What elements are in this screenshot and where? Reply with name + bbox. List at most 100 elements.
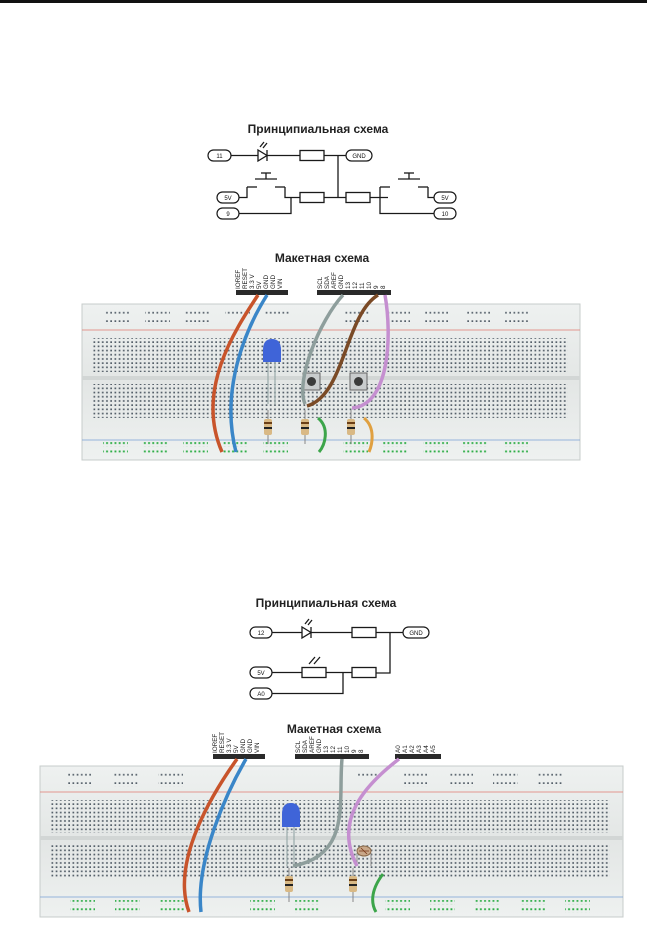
resistor-4	[351, 626, 377, 639]
terminal-5v-left-label: 5V	[224, 196, 231, 202]
svg-text:13: 13	[323, 745, 330, 753]
resistor-component-3	[347, 410, 355, 444]
breadboard-layout-2: Макетная схема IOREF RESET 3.3 V 5V GND …	[39, 722, 624, 918]
terminal-5v-right	[433, 191, 457, 204]
header-digital-2: SCL SDA AREF GND 13 12 11 10 9 8	[295, 736, 369, 759]
terminal-5v-right-label: 5V	[441, 196, 448, 202]
layout-1-title: Макетная схема	[275, 251, 370, 265]
svg-text:IOREF: IOREF	[212, 734, 219, 753]
svg-text:RESET: RESET	[219, 732, 226, 753]
svg-text:SDA: SDA	[324, 275, 331, 289]
svg-text:5V: 5V	[256, 280, 263, 289]
resistor-component-2	[301, 410, 309, 444]
blue-led-1	[263, 339, 281, 404]
svg-text:SDA: SDA	[302, 739, 309, 753]
svg-text:11: 11	[337, 746, 344, 753]
photoresistor-symbol	[301, 656, 327, 679]
svg-text:A4: A4	[423, 745, 430, 753]
svg-text:5V: 5V	[233, 744, 240, 753]
terminal-a0-label: A0	[257, 692, 265, 698]
svg-text:9: 9	[373, 285, 380, 289]
svg-text:3.3 V: 3.3 V	[226, 737, 233, 753]
svg-text:A1: A1	[402, 745, 409, 753]
svg-text:12: 12	[330, 745, 337, 753]
terminal-10-label: 10	[442, 212, 449, 218]
schematic-1: Принципиальная схема 11 GND 5V	[207, 122, 457, 220]
wire-blue-gnd-1	[229, 294, 269, 453]
schematic-2: Принципиальная схема 12 GND 5V A0	[249, 596, 430, 700]
wire-violet-2	[346, 757, 401, 867]
resistor-5	[351, 666, 377, 679]
svg-text:A3: A3	[416, 745, 423, 753]
led-symbol-1	[257, 141, 269, 163]
svg-text:AREF: AREF	[331, 272, 338, 289]
svg-text:10: 10	[344, 745, 351, 753]
photoresistor-component	[356, 845, 372, 866]
terminal-gnd-1-label: GND	[352, 154, 366, 160]
wire-gray-1	[300, 293, 345, 405]
breadboard-layout-1: Макетная схема IOREF RESET 3.3 V 5V GND …	[81, 251, 581, 461]
blue-led-2	[282, 803, 300, 866]
resistor-3	[345, 191, 371, 204]
header-analog-2: A0 A1 A2 A3 A4 A5	[395, 745, 441, 759]
svg-text:AREF: AREF	[309, 736, 316, 753]
svg-text:8: 8	[380, 285, 387, 289]
resistor-component-5	[349, 868, 357, 902]
svg-text:RESET: RESET	[242, 268, 249, 289]
svg-text:A2: A2	[409, 745, 416, 753]
svg-text:GND: GND	[316, 739, 323, 753]
terminal-gnd-2	[402, 626, 430, 639]
svg-text:GND: GND	[263, 275, 270, 289]
svg-text:13: 13	[345, 281, 352, 289]
terminal-gnd-1	[345, 149, 373, 162]
resistor-component-4	[285, 868, 293, 902]
svg-text:3.3 V: 3.3 V	[249, 273, 256, 289]
pushbutton-symbol-right	[380, 172, 428, 188]
svg-text:VIN: VIN	[254, 742, 261, 753]
svg-text:GND: GND	[247, 739, 254, 753]
svg-text:IOREF: IOREF	[235, 270, 242, 289]
led-symbol-2	[301, 618, 313, 640]
header-power-1: IOREF RESET 3.3 V 5V GND GND VIN	[235, 268, 288, 295]
terminal-gnd-2-label: GND	[409, 631, 423, 637]
svg-text:A0: A0	[395, 745, 402, 753]
svg-text:SCL: SCL	[317, 276, 324, 289]
svg-text:A5: A5	[430, 745, 437, 753]
svg-text:9: 9	[351, 749, 358, 753]
svg-text:12: 12	[352, 281, 359, 289]
terminal-5v-2-label: 5V	[257, 671, 264, 677]
wire-blue-gnd-2	[198, 758, 248, 913]
svg-text:GND: GND	[240, 739, 247, 753]
terminal-12-label: 12	[258, 631, 265, 637]
schematic-2-title: Принципиальная схема	[256, 596, 397, 610]
pushbutton-2	[349, 372, 368, 391]
svg-text:8: 8	[358, 749, 365, 753]
terminal-10	[433, 207, 457, 220]
terminal-11-label: 11	[216, 154, 223, 160]
wire-gray-2	[292, 758, 344, 868]
resistor-component-1	[264, 410, 272, 444]
wire-green-1	[316, 416, 327, 453]
svg-text:GND: GND	[338, 275, 345, 289]
resistor-1	[299, 149, 325, 162]
wire-green-2	[371, 873, 385, 913]
svg-text:10: 10	[366, 281, 373, 289]
svg-text:GND: GND	[270, 275, 277, 289]
header-digital-1: SCL SDA AREF GND 13 12 11 10 9 8	[317, 272, 391, 295]
wire-brown-1	[306, 293, 379, 408]
resistor-2	[299, 191, 325, 204]
page-top-rule	[0, 0, 647, 3]
wire-red-5v-1	[211, 294, 260, 453]
svg-text:11: 11	[359, 282, 366, 289]
wire-orange-1	[362, 416, 374, 453]
terminal-9-label: 9	[226, 212, 230, 218]
layout-2-title: Макетная схема	[287, 722, 382, 736]
svg-text:VIN: VIN	[277, 278, 284, 289]
wire-violet-1	[351, 294, 390, 410]
svg-text:SCL: SCL	[295, 740, 302, 753]
header-power-2: IOREF RESET 3.3 V 5V GND GND VIN	[212, 732, 265, 759]
schematic-1-title: Принципиальная схема	[248, 122, 389, 136]
wire-red-5v-2	[182, 757, 239, 913]
pushbutton-symbol-left	[247, 172, 285, 188]
